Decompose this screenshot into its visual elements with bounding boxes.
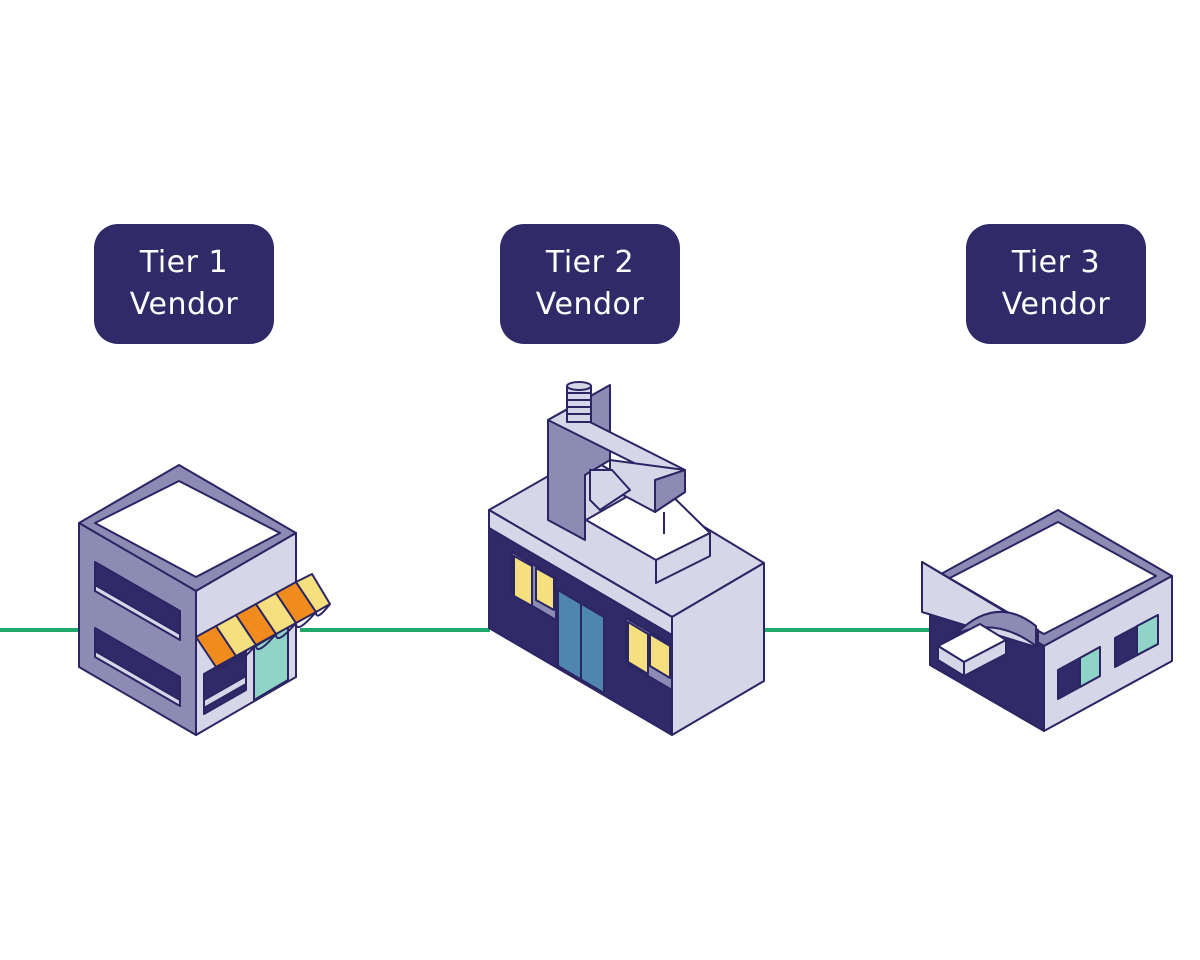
tier-1-label-line1: Tier 1 — [139, 245, 229, 280]
shop-awning — [195, 573, 331, 669]
tier-1-building — [78, 464, 331, 736]
thread-spool — [566, 381, 592, 423]
tier-1-label-line2: Vendor — [129, 287, 239, 322]
tier-3-label-line1: Tier 3 — [1011, 245, 1101, 280]
tier-1-label: Tier 1 Vendor — [94, 224, 274, 344]
tier-3-building — [921, 509, 1173, 732]
tier-3-label-line2: Vendor — [1001, 287, 1111, 322]
tier-2-label-line1: Tier 2 — [545, 245, 635, 280]
tier-2-label: Tier 2 Vendor — [500, 224, 680, 344]
tier-3-label: Tier 3 Vendor — [966, 224, 1146, 344]
tier-2-building — [488, 381, 765, 736]
tier-2-label-line2: Vendor — [535, 287, 645, 322]
